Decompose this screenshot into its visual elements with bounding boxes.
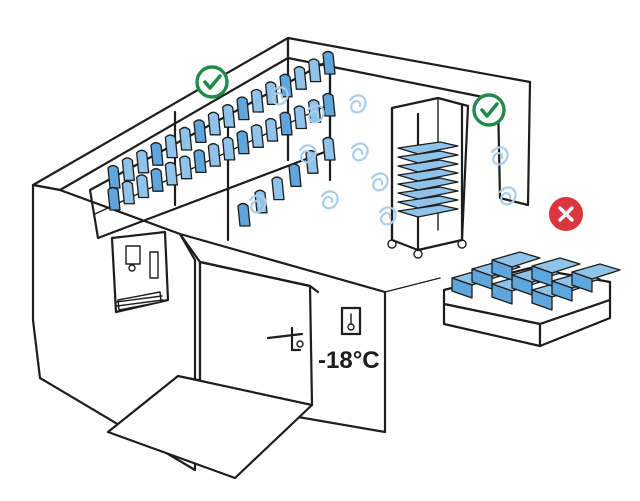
shelf-unit — [88, 50, 336, 242]
pallet — [442, 251, 621, 348]
shelf-products — [107, 50, 336, 227]
product-bag — [265, 117, 279, 142]
product-bag — [193, 149, 207, 174]
control-panel — [110, 230, 170, 314]
product-bag — [136, 149, 150, 174]
cold-air-swirl — [320, 190, 339, 210]
product-bag — [237, 202, 251, 227]
product-tray — [397, 150, 459, 164]
product-bag — [107, 186, 121, 211]
product-bag — [322, 92, 336, 117]
cold-air-swirl — [350, 142, 369, 162]
product-bag — [107, 164, 121, 189]
product-bag — [293, 66, 307, 90]
rack-check-marker — [472, 93, 506, 127]
product-bag — [121, 157, 135, 182]
product-bag — [179, 155, 193, 180]
check-mark-icon — [195, 65, 229, 99]
cold-air-swirl — [370, 172, 389, 192]
floor-edge — [179, 233, 441, 293]
product-tray — [397, 141, 459, 155]
pallet-cross-marker — [549, 197, 583, 231]
check-mark-icon — [472, 93, 506, 127]
product-tray — [397, 159, 459, 173]
cold-air-swirl — [490, 146, 509, 166]
product-bag — [193, 119, 207, 144]
pallet-bag-side — [511, 274, 533, 296]
product-bag — [207, 142, 221, 167]
product-bag — [150, 168, 164, 192]
product-tray — [397, 204, 459, 218]
pallet-bag-side — [471, 268, 493, 290]
airflow-swirls — [248, 86, 517, 226]
shelf-check-marker — [195, 65, 229, 99]
product-tray — [397, 186, 459, 200]
left-back-wall — [31, 36, 290, 192]
product-bag — [207, 111, 221, 136]
product-bag — [265, 81, 279, 106]
pallet-bag-side — [551, 280, 573, 302]
thermostat-reading: -18°C — [318, 347, 380, 374]
cold-air-swirl — [298, 144, 317, 164]
product-bag — [322, 50, 336, 75]
product-bag — [150, 142, 164, 166]
product-bag — [279, 73, 293, 98]
product-bag — [288, 163, 302, 188]
product-bag — [236, 96, 250, 121]
pallet-bag-side — [531, 265, 553, 287]
product-bag — [308, 58, 322, 83]
product-bag — [222, 104, 236, 128]
product-bag — [250, 124, 264, 148]
ramp — [106, 374, 314, 480]
product-bag — [136, 174, 150, 199]
product-bag — [271, 176, 285, 201]
pallet-bag-side — [571, 271, 593, 293]
product-bag — [179, 126, 193, 151]
cold-air-swirl — [306, 104, 325, 124]
cold-air-swirl — [348, 94, 367, 114]
product-bag — [164, 161, 178, 186]
thermostat: -18°C — [318, 306, 380, 374]
product-tray — [397, 177, 459, 191]
product-tray — [397, 195, 459, 209]
pallet-bag-side — [491, 283, 513, 305]
pallet-products — [451, 251, 621, 311]
cold-air-swirl — [498, 186, 517, 206]
product-bag — [222, 136, 236, 161]
product-bag — [121, 180, 135, 205]
product-bag — [322, 136, 336, 161]
pallet-bag-side — [451, 277, 473, 299]
cold-air-swirl — [270, 86, 289, 106]
cold-air-swirl — [378, 206, 397, 226]
pallet-bag-side — [491, 259, 513, 281]
product-bag — [164, 134, 178, 159]
product-tray — [397, 168, 459, 182]
rack-trolley — [387, 96, 470, 259]
product-bag — [293, 105, 307, 130]
product-bag — [279, 111, 293, 136]
product-bag — [250, 88, 264, 113]
rack-products — [397, 141, 459, 218]
pallet-bag-side — [531, 289, 553, 311]
product-bag — [236, 130, 250, 155]
cold-air-swirl — [248, 194, 267, 214]
